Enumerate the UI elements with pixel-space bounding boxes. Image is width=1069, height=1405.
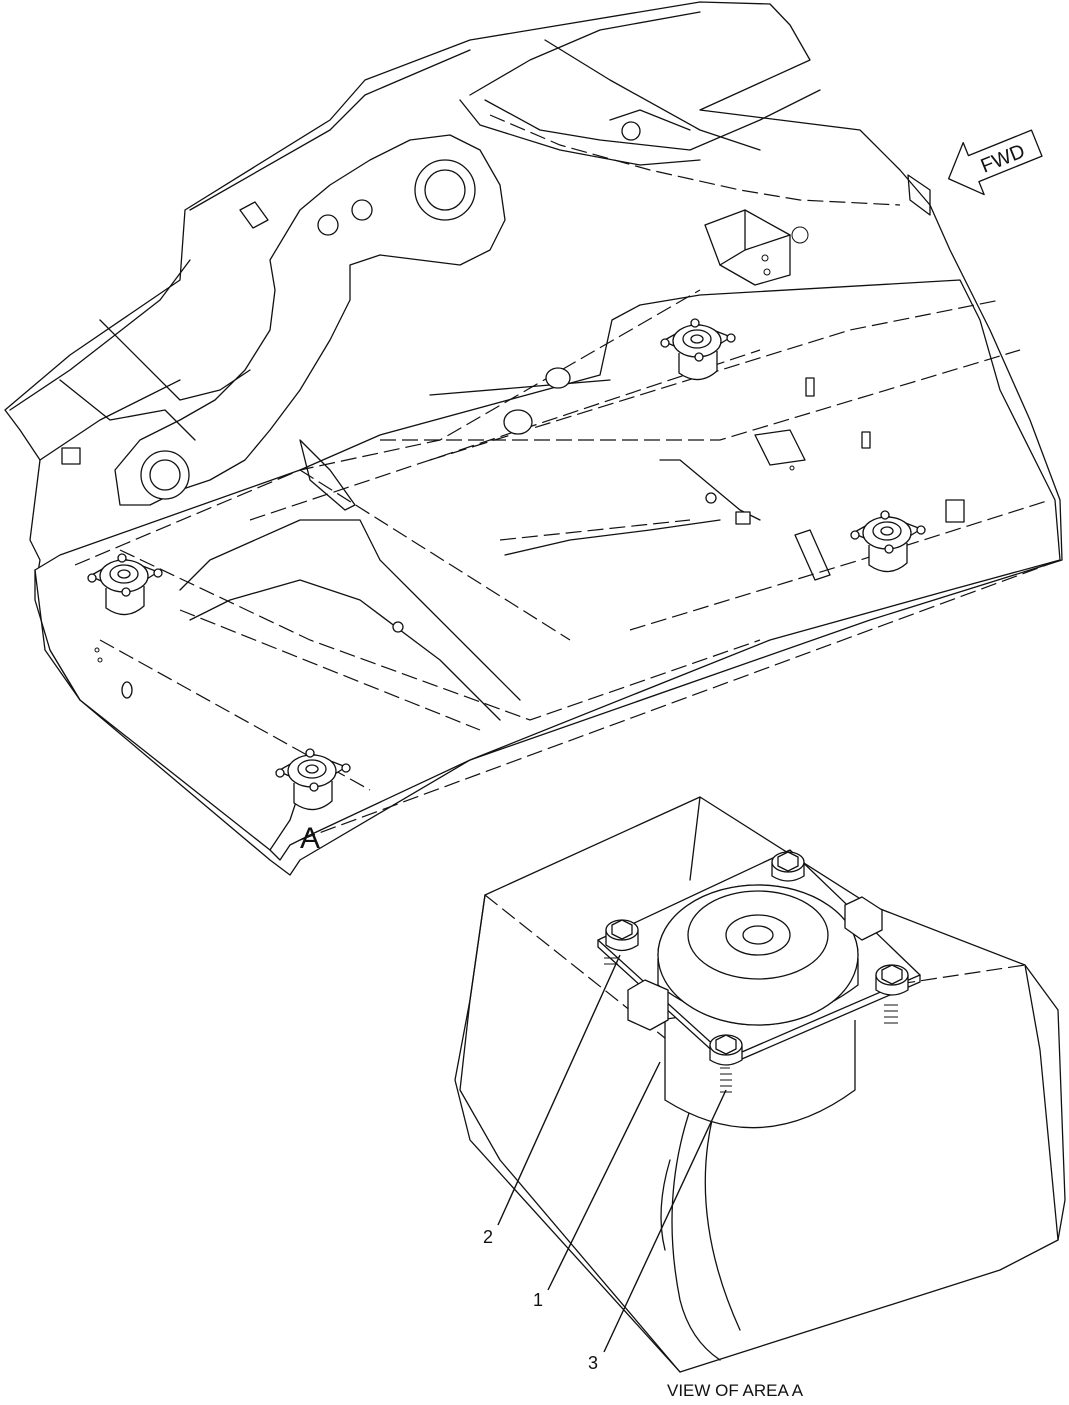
callout-3: 3 bbox=[588, 1353, 598, 1373]
callout-2-leader bbox=[497, 954, 621, 1226]
bolt-head-icon bbox=[771, 851, 805, 882]
upper-frame bbox=[4, 1, 1063, 876]
bolt-head-icon bbox=[709, 1034, 743, 1066]
detail-marker-label: A bbox=[300, 822, 320, 855]
callout-3-leader bbox=[603, 1089, 727, 1353]
mount-small-front-right bbox=[660, 318, 736, 381]
callout-1: 1 bbox=[533, 1290, 543, 1310]
bolt-head-icon bbox=[875, 964, 909, 996]
callout-1-leader bbox=[547, 1061, 661, 1291]
view-caption: VIEW OF AREA A bbox=[667, 1381, 804, 1400]
mount-small-rear-right bbox=[850, 510, 926, 573]
callout-2: 2 bbox=[483, 1227, 493, 1247]
detail-view: 2 1 3 bbox=[454, 796, 1066, 1373]
fwd-arrow-icon: FWD bbox=[947, 129, 1043, 196]
mount-small-area-a bbox=[275, 748, 351, 811]
mount-small-front-left bbox=[87, 553, 163, 616]
bolt-head-icon bbox=[605, 919, 639, 952]
